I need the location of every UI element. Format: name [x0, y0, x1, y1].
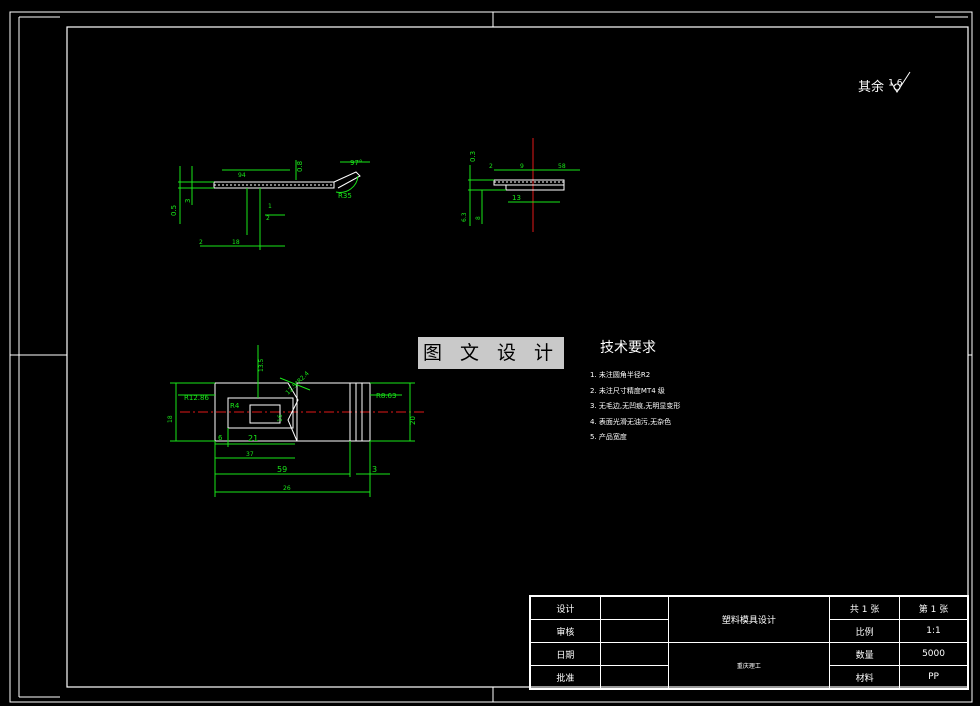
- dim-2b: 2: [266, 215, 270, 222]
- tech-requirement-item: 5. 产品宽度: [590, 433, 627, 441]
- inner-frame: [66, 26, 969, 688]
- roughness-note-value: 1.6: [888, 78, 903, 89]
- school-name: 重庆理工: [667, 642, 831, 689]
- sheet-number: 第 1 张: [899, 596, 968, 620]
- approve-value: [599, 665, 669, 689]
- dim-r4: R4: [230, 402, 240, 410]
- qty-label: 数量: [829, 642, 901, 666]
- dim-6-3: 6.3: [461, 212, 468, 222]
- dim-37: 37: [246, 451, 254, 458]
- dim-97: 97°: [350, 159, 362, 167]
- check-label: 审核: [530, 619, 601, 643]
- dim-21: 21: [248, 434, 258, 443]
- design-value: [599, 596, 669, 620]
- sheets-total: 共 1 张: [829, 596, 901, 620]
- roughness-symbol-icon: [890, 71, 911, 93]
- watermark-badge: 图 文 设 计: [418, 337, 564, 369]
- dim-3: 3: [372, 465, 377, 474]
- design-label: 设计: [530, 596, 601, 620]
- tech-requirement-item: 3. 无毛边,无凹痕,无明显变形: [590, 402, 681, 410]
- scale-value: 1:1: [899, 619, 968, 643]
- roughness-note: 其余 1.6: [858, 76, 902, 95]
- material-label: 材料: [829, 665, 901, 689]
- dim-94: 94: [238, 172, 246, 179]
- approve-label: 批准: [530, 665, 601, 689]
- qty-value: 5000: [899, 642, 968, 666]
- tech-requirements-list: 1. 未注圆角半径R2 2. 未注尺寸精度MT4 级 3. 无毛边,无凹痕,无明…: [590, 368, 680, 446]
- dim-26: 26: [283, 485, 291, 492]
- plan-view: R12.86 R4 12.5°R2.4 R8.63 6 21 37 59 3 2…: [167, 345, 424, 497]
- dim-r863: R8.63: [376, 392, 396, 400]
- roughness-note-label: 其余: [858, 80, 885, 95]
- tech-requirements-title: 技术要求: [600, 340, 656, 356]
- dim-13-5: 13.5: [258, 358, 265, 372]
- dim-16: 16: [277, 414, 284, 422]
- material-value: PP: [899, 665, 968, 689]
- dim-9: 9: [520, 163, 524, 170]
- title-block: 设计 塑料模具设计 共 1 张 第 1 张 审核 比例 1:1 日期 重庆理工 …: [529, 595, 969, 690]
- tech-requirement-item: 1. 未注圆角半径R2: [590, 371, 651, 379]
- dim-13: 13: [512, 194, 521, 202]
- scale-label: 比例: [829, 619, 901, 643]
- dim-r286: R12.86: [184, 394, 209, 402]
- dim-3: 3: [184, 199, 192, 203]
- dim-8: 8: [475, 216, 482, 220]
- check-value: [599, 619, 669, 643]
- dim-2: 2: [199, 239, 203, 246]
- dim-20: 20: [409, 416, 417, 425]
- dim-6: 6: [218, 434, 223, 442]
- dim-0-3: 0.3: [469, 151, 477, 162]
- tech-requirement-item: 4. 表面光滑无油污,无杂色: [590, 417, 672, 426]
- side-view-1: 94 0.8 97° 0.5 3 2 1 18 2 R35: [170, 159, 370, 250]
- date-value: [599, 642, 669, 666]
- date-label: 日期: [530, 642, 601, 666]
- dim-18: 18: [232, 239, 240, 246]
- outer-border: [9, 11, 973, 703]
- tech-requirement-item: 2. 未注尺寸精度MT4 级: [590, 386, 665, 395]
- dim-r35: R35: [338, 192, 352, 200]
- dim-59: 59: [277, 465, 287, 474]
- side-view-2: 0.3 2 9 58 13 6.3 8: [461, 138, 580, 232]
- dim-58: 58: [558, 163, 566, 170]
- dim-2: 2: [489, 163, 493, 170]
- dim-0-5: 0.5: [170, 205, 178, 216]
- dim-18: 18: [167, 415, 174, 423]
- project-title: 塑料模具设计: [667, 596, 831, 643]
- dim-0-8: 0.8: [296, 161, 304, 172]
- dim-1: 1: [268, 203, 272, 210]
